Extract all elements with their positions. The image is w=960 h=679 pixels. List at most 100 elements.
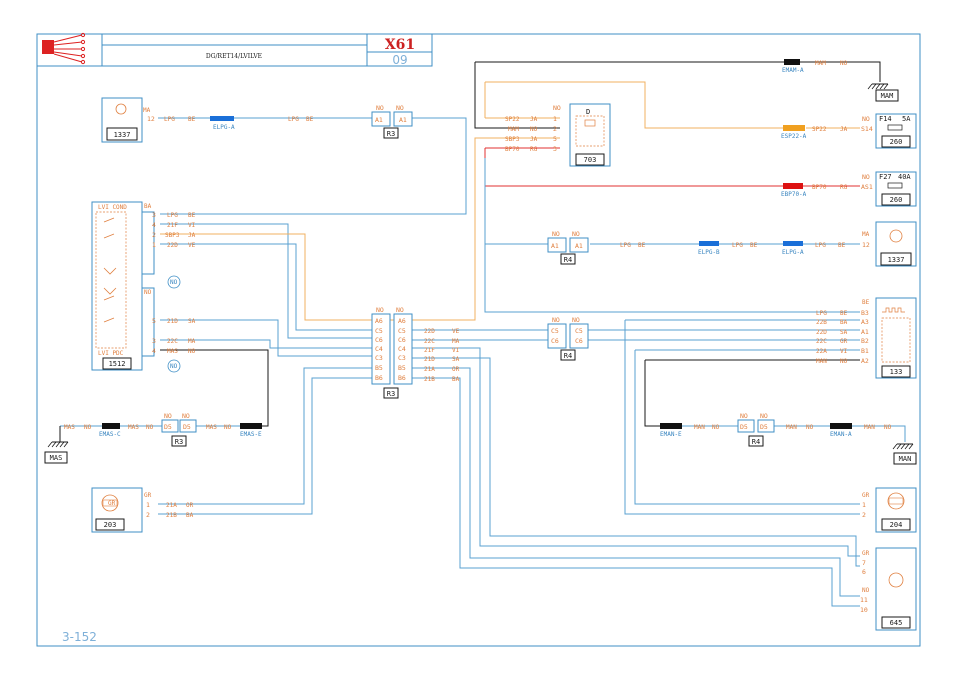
diagram-page-number: 09 xyxy=(392,53,407,67)
svg-text:21B: 21B xyxy=(424,376,435,383)
svg-text:R4: R4 xyxy=(564,352,572,360)
svg-text:SA: SA xyxy=(188,318,196,325)
svg-text:VE: VE xyxy=(452,328,460,335)
svg-text:BE: BE xyxy=(306,116,314,123)
svg-text:A1: A1 xyxy=(551,242,559,250)
svg-text:11: 11 xyxy=(860,596,868,604)
svg-text:1: 1 xyxy=(152,241,156,249)
svg-text:D5: D5 xyxy=(760,423,768,431)
ground-man: EMAN-E MAN NO NO NO D5 D5 R4 MAN NO EMAN… xyxy=(660,412,917,465)
svg-text:LVI PDC: LVI PDC xyxy=(98,350,124,357)
svg-text:NO: NO xyxy=(760,412,768,420)
svg-text:NO: NO xyxy=(572,230,580,238)
svg-text:21B: 21B xyxy=(166,512,177,519)
svg-text:NO: NO xyxy=(740,412,748,420)
svg-text:21A: 21A xyxy=(166,502,177,509)
svg-text:5: 5 xyxy=(553,135,557,143)
svg-text:NO: NO xyxy=(884,424,892,431)
svg-text:BE: BE xyxy=(840,310,848,317)
svg-text:BE: BE xyxy=(862,299,870,306)
sheet-number: 3-152 xyxy=(62,630,97,644)
svg-text:NO: NO xyxy=(84,424,92,431)
svg-text:BE: BE xyxy=(188,212,196,219)
svg-text:C6: C6 xyxy=(575,337,583,345)
svg-text:ESP22-A: ESP22-A xyxy=(781,133,807,140)
svg-text:A1: A1 xyxy=(399,116,407,124)
svg-text:RG: RG xyxy=(530,146,538,153)
svg-text:2: 2 xyxy=(146,511,150,519)
svg-text:B6: B6 xyxy=(398,374,406,382)
svg-text:OR: OR xyxy=(186,502,194,509)
svg-text:B5: B5 xyxy=(375,364,383,372)
svg-text:C6: C6 xyxy=(375,336,383,344)
svg-text:LPG: LPG xyxy=(732,242,743,249)
svg-text:NO: NO xyxy=(396,306,404,314)
svg-text:C5: C5 xyxy=(551,327,559,335)
svg-text:3: 3 xyxy=(152,211,156,219)
connector-emam-a xyxy=(784,59,800,65)
component-1337-right: 1337 MA 12 xyxy=(862,221,917,267)
svg-text:4: 4 xyxy=(152,347,156,355)
svg-text:JA: JA xyxy=(840,126,848,133)
svg-text:SA: SA xyxy=(840,329,848,336)
svg-text:BA: BA xyxy=(840,319,848,326)
diagram-frame xyxy=(36,33,921,647)
svg-text:21D: 21D xyxy=(167,318,178,325)
connector-r3-main: NO NO A6 C5 C6 C4 C3 B5 B6 A6 C5 C6 C4 C… xyxy=(371,306,460,399)
svg-text:EMAN-A: EMAN-A xyxy=(830,431,852,438)
diagram-title: X61 xyxy=(385,37,415,53)
svg-text:SP22: SP22 xyxy=(505,116,520,123)
svg-text:MAS: MAS xyxy=(128,424,139,431)
svg-text:GR: GR xyxy=(862,550,870,557)
svg-text:MAN: MAN xyxy=(694,424,705,431)
svg-text:B2: B2 xyxy=(861,337,869,345)
svg-text:MAM: MAM xyxy=(881,92,894,100)
title-block-frame xyxy=(36,33,433,67)
svg-text:1337: 1337 xyxy=(114,131,131,139)
svg-text:BE: BE xyxy=(838,242,846,249)
component-1337-left: 1337 MA 12 LPG BE ELPG-A LPG BE xyxy=(101,97,314,143)
svg-text:133: 133 xyxy=(890,368,903,376)
svg-text:NO: NO xyxy=(806,424,814,431)
svg-text:MA: MA xyxy=(862,231,870,238)
svg-text:NO: NO xyxy=(164,412,172,420)
motor-icon xyxy=(101,494,119,512)
svg-text:MAN: MAN xyxy=(816,358,827,365)
motor-icon xyxy=(887,492,905,510)
svg-text:22B: 22B xyxy=(816,319,827,326)
svg-text:2: 2 xyxy=(152,231,156,239)
component-204-motor: 204 GR 1 2 xyxy=(862,487,917,533)
svg-text:203: 203 xyxy=(104,521,117,529)
svg-text:NO: NO xyxy=(530,126,538,133)
fuse-icon xyxy=(887,182,903,189)
svg-text:A2: A2 xyxy=(861,357,869,365)
svg-text:40A: 40A xyxy=(898,173,911,181)
svg-text:MAS: MAS xyxy=(64,424,75,431)
svg-text:22D: 22D xyxy=(424,328,435,335)
svg-text:LVI COND: LVI COND xyxy=(98,204,127,211)
svg-text:LPG: LPG xyxy=(167,212,178,219)
svg-text:NO: NO xyxy=(396,104,404,112)
svg-text:BA: BA xyxy=(144,203,152,210)
svg-text:BA: BA xyxy=(452,376,460,383)
connector-emas-c xyxy=(102,423,120,429)
svg-text:22D: 22D xyxy=(816,329,827,336)
svg-text:NO: NO xyxy=(862,587,870,594)
svg-text:SP22: SP22 xyxy=(812,126,827,133)
svg-text:ELPG-A: ELPG-A xyxy=(782,249,804,256)
svg-text:260: 260 xyxy=(890,196,903,204)
svg-text:C5: C5 xyxy=(375,327,383,335)
switch-icon xyxy=(103,217,115,323)
svg-text:A1: A1 xyxy=(861,328,869,336)
svg-text:A1: A1 xyxy=(375,116,383,124)
ground-icon xyxy=(867,83,889,90)
svg-text:NO: NO xyxy=(572,316,580,324)
svg-text:R3: R3 xyxy=(175,438,183,446)
connector-emas-e xyxy=(240,423,262,429)
svg-text:MAM: MAM xyxy=(815,60,826,67)
svg-text:3: 3 xyxy=(553,145,557,153)
svg-text:MA: MA xyxy=(452,338,460,345)
svg-text:NO: NO xyxy=(552,316,560,324)
svg-text:1: 1 xyxy=(862,501,866,509)
svg-text:MAN: MAN xyxy=(864,424,875,431)
